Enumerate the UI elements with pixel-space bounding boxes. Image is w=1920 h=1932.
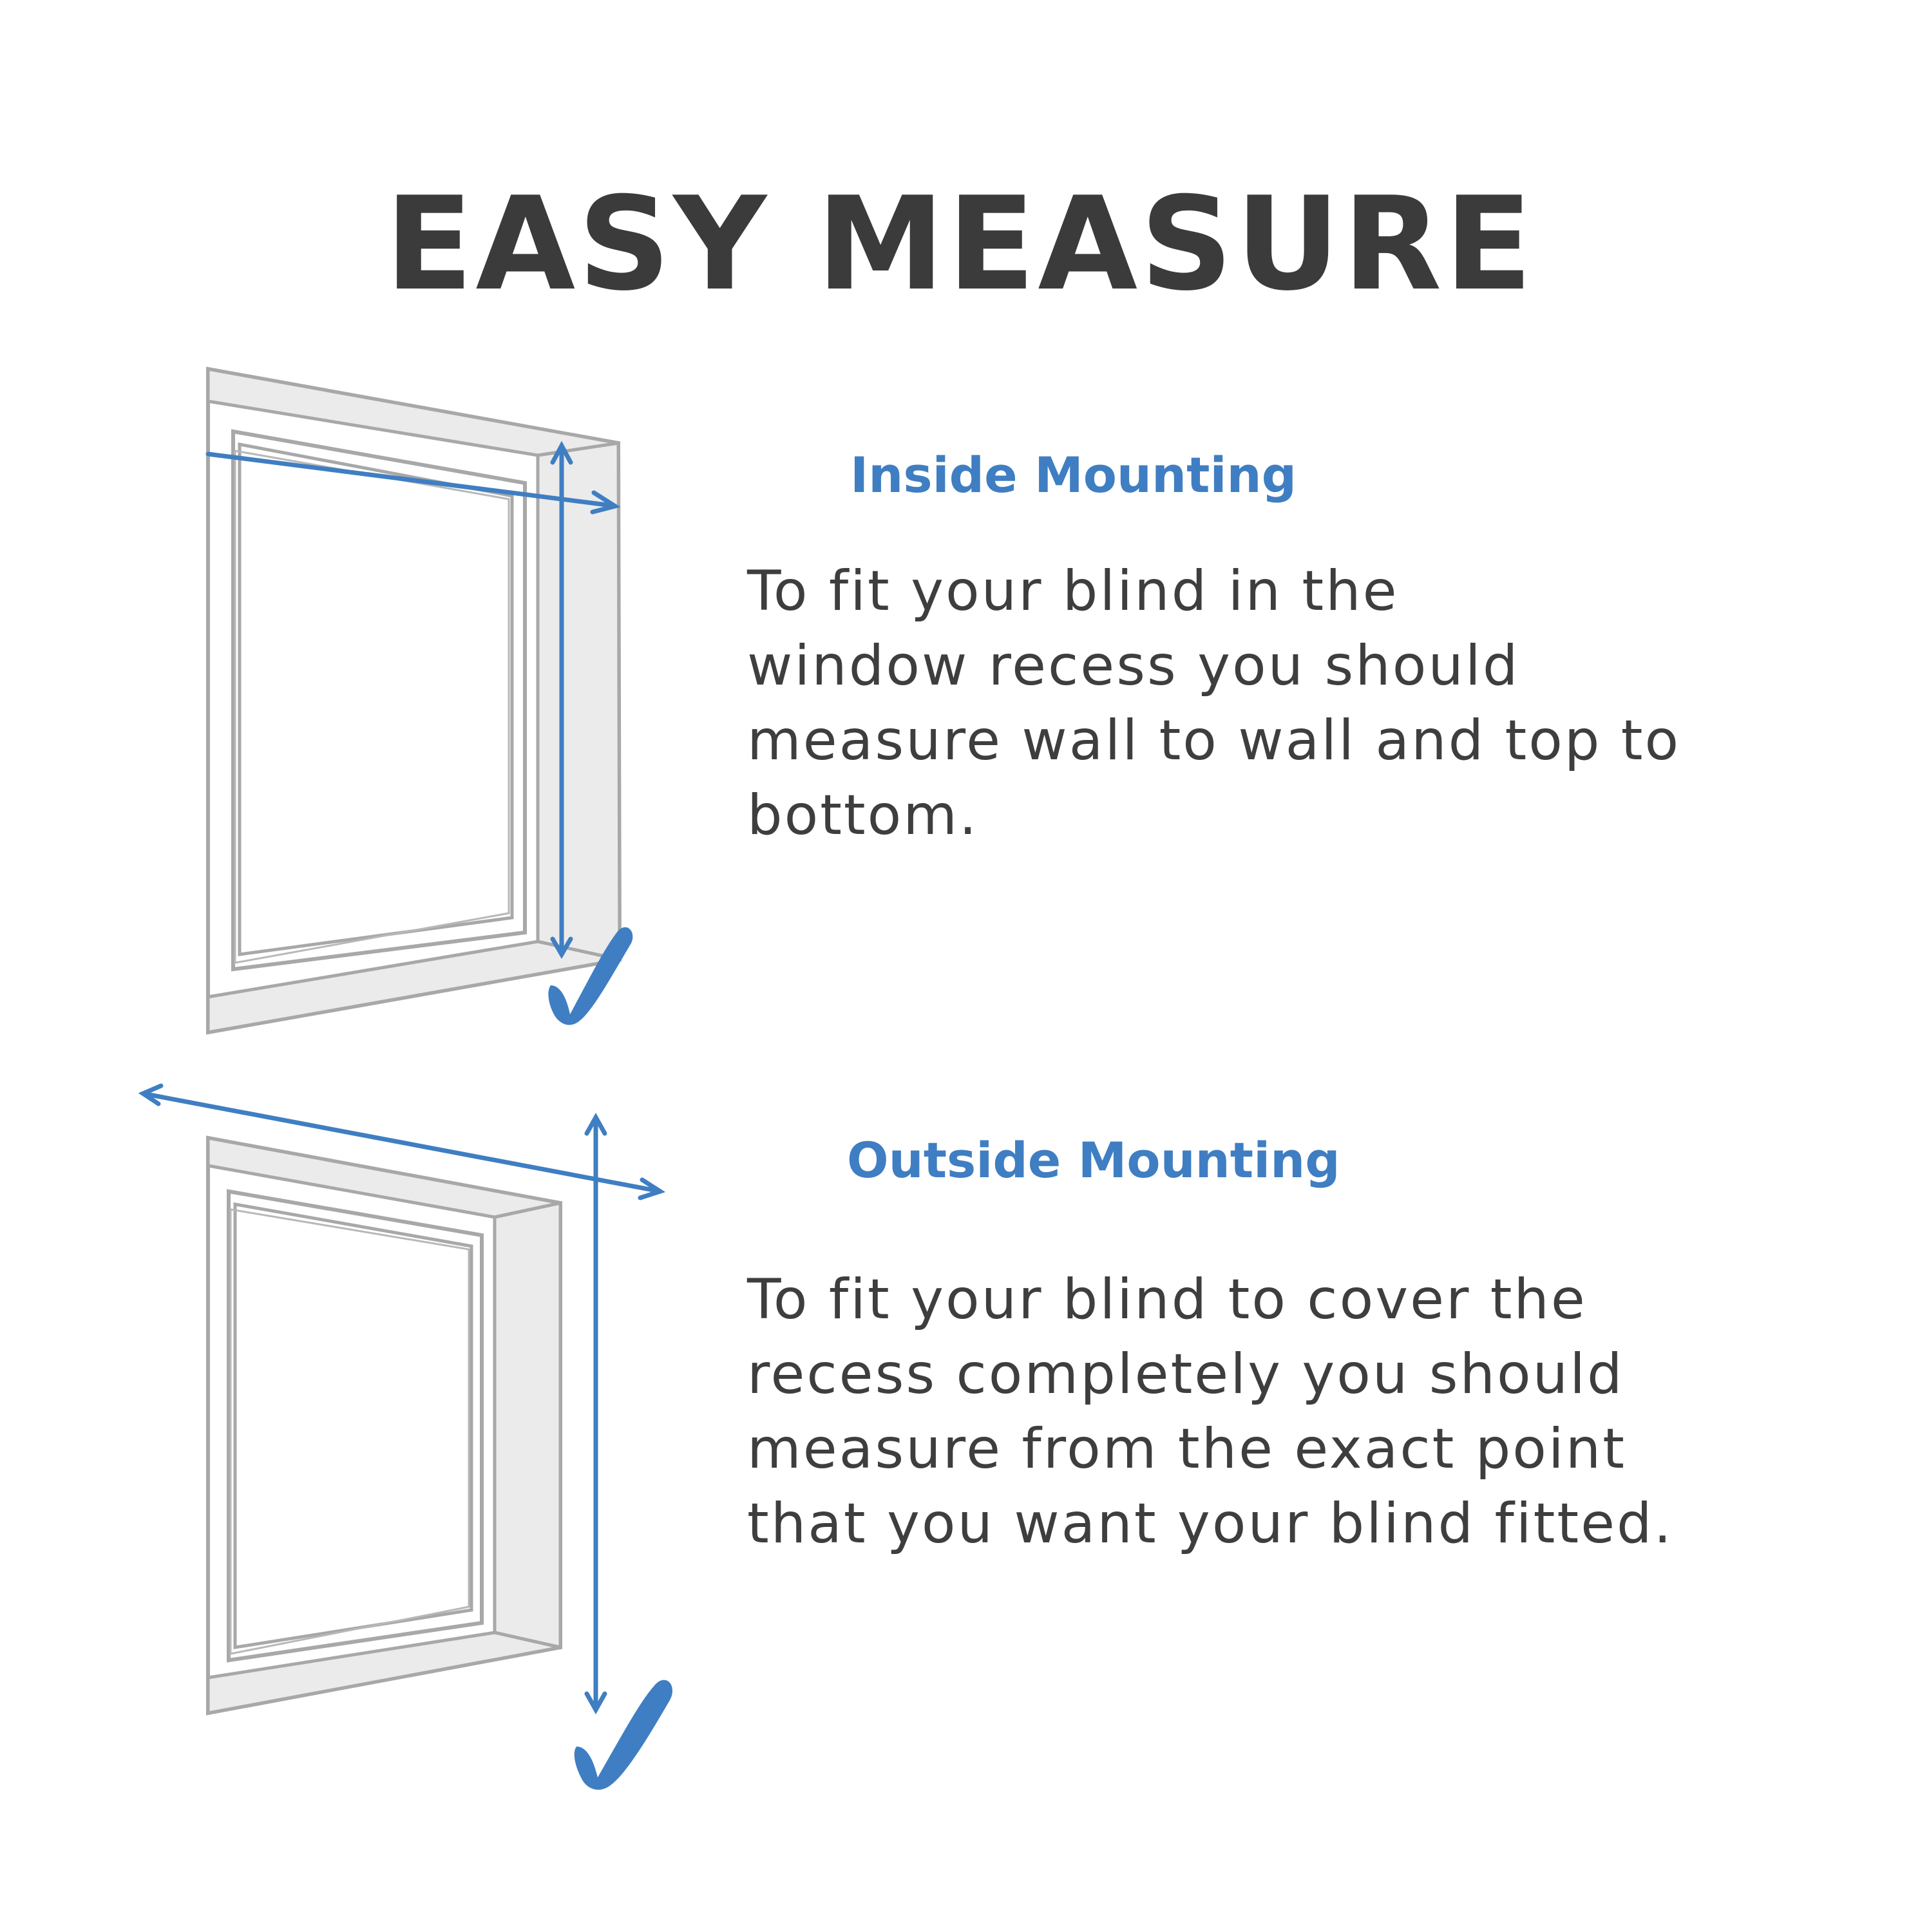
description-line: window recess you should (747, 634, 1520, 698)
description-line: that you want your blind fitted. (747, 1492, 1673, 1556)
outside-mounting-heading: Outside Mounting (847, 1132, 1340, 1189)
description-line: bottom. (747, 783, 979, 848)
description-line: recess completely you should (747, 1342, 1624, 1406)
checkmark-icon (574, 1680, 673, 1790)
description-line: To fit your blind to cover the (747, 1267, 1587, 1332)
inside-mounting-heading: Inside Mounting (850, 446, 1297, 504)
description-line: To fit your blind in the (747, 559, 1399, 623)
checkmark-icon (548, 927, 633, 1025)
page-title: EASY MEASURE (385, 169, 1535, 319)
window-frame-icon (206, 1135, 562, 1716)
inside-mounting-description: To fit your blind in the window recess y… (747, 554, 1680, 853)
outside-mounting-description: To fit your blind to cover the recess co… (747, 1262, 1673, 1561)
description-line: measure wall to wall and top to (747, 708, 1681, 773)
description-line: measure from the exact point (747, 1417, 1627, 1481)
measure-arrow-icon (205, 440, 621, 959)
measure-arrow-icon (138, 1083, 666, 1715)
